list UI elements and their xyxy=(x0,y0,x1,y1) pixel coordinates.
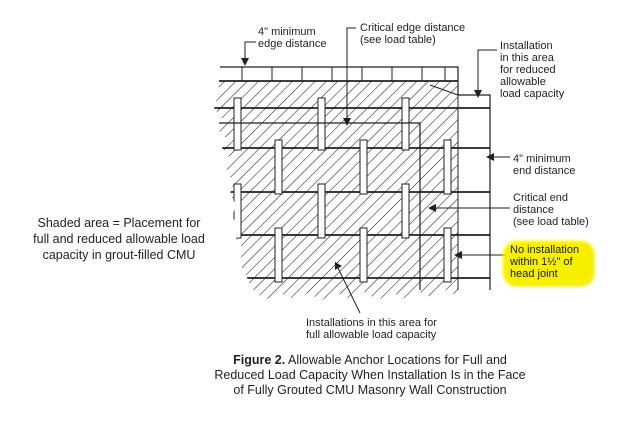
shaded-area-note: Shaded area = Placement for full and red… xyxy=(33,216,205,262)
cmu-wall xyxy=(214,67,490,300)
yellow-highlight xyxy=(503,241,595,287)
label-no-installation: No installation within 1½" of head joint xyxy=(510,244,580,280)
figure-number: Figure 2. xyxy=(233,353,286,367)
label-full-capacity-area: Installations in this area for full allo… xyxy=(306,317,437,341)
label-reduced-capacity-area: Installation in this area for reduced al… xyxy=(500,40,565,100)
figure-caption-text: Allowable Anchor Locations for Full and … xyxy=(214,353,526,397)
figure-caption: Figure 2. Allowable Anchor Locations for… xyxy=(180,353,560,398)
label-min-edge-distance: 4" minimum edge distance xyxy=(258,26,327,50)
label-critical-end-distance: Critical end distance (see load table) xyxy=(513,192,589,228)
label-critical-edge-distance: Critical edge distance (see load table) xyxy=(360,22,466,46)
leader-lines xyxy=(244,27,510,314)
wall-top-edge xyxy=(220,66,491,290)
arrowheads xyxy=(241,58,494,270)
label-min-end-distance: 4" minimum end distance xyxy=(513,153,576,177)
